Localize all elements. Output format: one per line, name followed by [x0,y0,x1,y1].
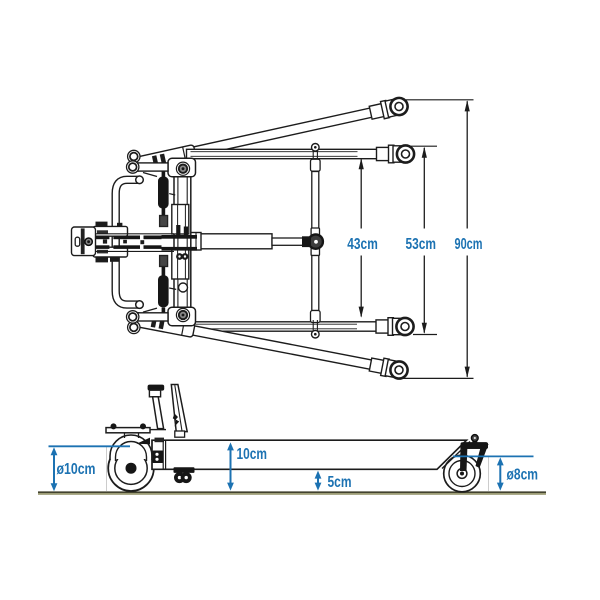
svg-text:10cm: 10cm [237,446,268,463]
svg-text:43cm: 43cm [347,236,378,253]
svg-text:90cm: 90cm [455,236,483,253]
svg-text:5cm: 5cm [328,474,352,491]
svg-text:ø8cm: ø8cm [507,467,539,484]
svg-text:53cm: 53cm [406,236,437,253]
svg-text:ø10cm: ø10cm [57,461,96,478]
